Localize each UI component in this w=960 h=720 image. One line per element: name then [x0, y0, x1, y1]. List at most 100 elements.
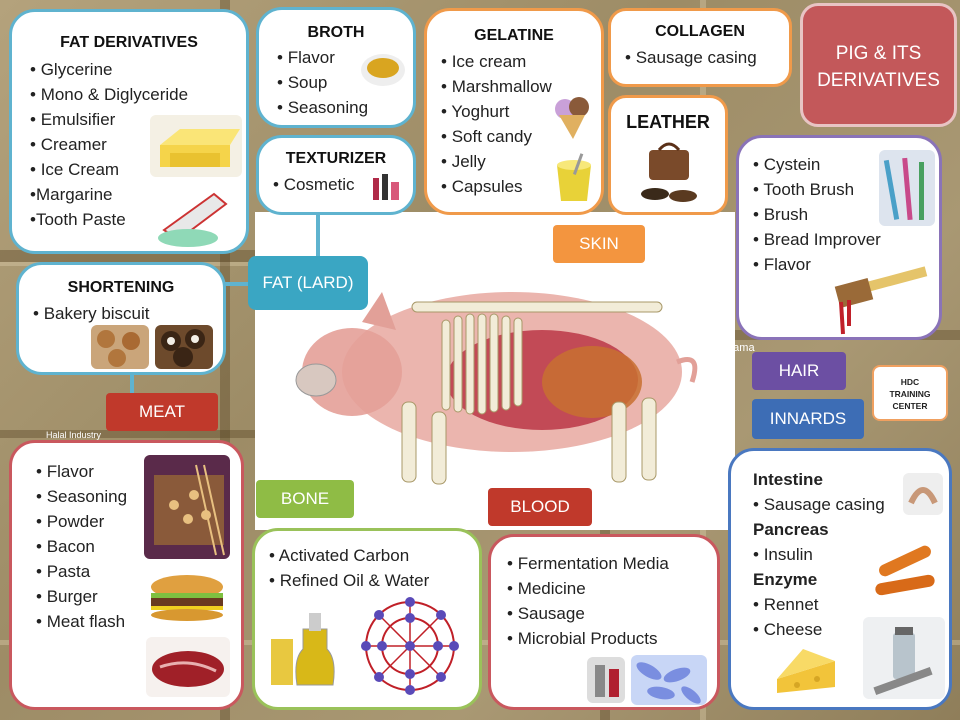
- butter-icon: [150, 115, 242, 177]
- gelatine-list: • Ice cream • Marshmallow • Yoghurt • So…: [441, 49, 552, 199]
- innards-box: Intestine • Sausage casing Pancreas • In…: [728, 448, 952, 710]
- list-item: • Bacon: [36, 537, 95, 556]
- collagen-box: COLLAGEN • Sausage casing: [608, 8, 792, 87]
- shortening-list: • Bakery biscuit: [33, 301, 150, 326]
- broth-list: • Flavor • Soup • Seasoning: [277, 45, 368, 120]
- list-item: • Flavor: [753, 255, 811, 274]
- bone-label: BONE: [256, 480, 354, 518]
- burger-icon: [146, 573, 228, 623]
- list-item: • Bakery biscuit: [33, 304, 150, 323]
- innards-label: INNARDS: [752, 399, 864, 439]
- hair-list: • Cystein • Tooth Brush • Brush • Bread …: [753, 152, 881, 277]
- fat-derivatives-list: • Glycerine • Mono & Diglyceride • Emuls…: [30, 57, 188, 232]
- list-item: • Tooth Brush: [753, 180, 855, 199]
- connector-shortening-meat: [130, 374, 134, 396]
- list-item: • Emulsifier: [30, 110, 116, 129]
- bg-text-halal: Halal Industry: [46, 430, 102, 440]
- list-item: • Microbial Products: [507, 629, 658, 648]
- hair-label: HAIR: [752, 352, 846, 390]
- ice-cream-icon: [551, 93, 595, 141]
- list-item: • Soup: [277, 73, 328, 92]
- list-item: • Activated Carbon: [269, 546, 410, 565]
- list-item: • Jelly: [441, 152, 486, 171]
- bg-text-utama: utama: [724, 342, 755, 354]
- cosmetic-icon: [369, 170, 403, 204]
- pasta-icon: [144, 455, 230, 559]
- fat-derivatives-title: FAT DERIVATIVES: [60, 34, 198, 51]
- list-item: • Insulin: [753, 545, 813, 564]
- page-title: PIG & ITS DERIVATIVES: [800, 3, 957, 127]
- list-item: • Meat flash: [36, 612, 126, 631]
- fat-derivatives-box: FAT DERIVATIVES • Glycerine • Mono & Dig…: [9, 9, 249, 254]
- leather-bag-icon: [633, 138, 705, 208]
- list-item: • Creamer: [30, 135, 107, 154]
- list-item: • Seasoning: [277, 98, 369, 117]
- list-item: • Rennet: [753, 595, 819, 614]
- broth-box: BROTH • Flavor • Soup • Seasoning: [256, 7, 416, 128]
- list-item: • Pasta: [36, 562, 91, 581]
- blood-list: • Fermentation Media • Medicine • Sausag…: [507, 551, 669, 651]
- carbon-molecule-icon: [355, 591, 465, 701]
- list-item: • Soft candy: [441, 127, 533, 146]
- hair-box: • Cystein • Tooth Brush • Brush • Bread …: [736, 135, 942, 340]
- list-item: • Sausage: [507, 604, 585, 623]
- list-item: • Brush: [753, 205, 809, 224]
- list-item: • Marshmallow: [441, 77, 552, 96]
- yoghurt-icon: [549, 151, 599, 205]
- hdc-logo: HDC TRAINING CENTER: [872, 365, 948, 421]
- list-item: • Yoghurt: [441, 102, 510, 121]
- list-item: • Ice cream: [441, 52, 527, 71]
- pancreas-heading: Pancreas: [753, 520, 829, 539]
- list-item: • Ice Cream: [30, 160, 120, 179]
- meat-label: MEAT: [106, 393, 218, 431]
- list-item: • Cystein: [753, 155, 821, 174]
- soup-bowl-icon: [359, 46, 407, 90]
- list-item: •Tooth Paste: [30, 210, 126, 229]
- connector-shortening-fat: [225, 282, 250, 286]
- cheese-icon: [773, 639, 839, 695]
- title-line-1: PIG & ITS: [835, 43, 922, 64]
- skin-label: SKIN: [553, 225, 645, 263]
- shortening-box: SHORTENING • Bakery biscuit: [16, 262, 226, 375]
- broth-title: BROTH: [307, 24, 365, 41]
- collagen-list: • Sausage casing: [625, 45, 757, 70]
- collagen-title: COLLAGEN: [655, 23, 745, 40]
- pig-anatomy-icon: [292, 262, 722, 498]
- list-item: • Sausage casing: [625, 48, 757, 67]
- insulin-vial-icon: [863, 617, 945, 699]
- gelatine-box: GELATINE • Ice cream • Marshmallow • Yog…: [424, 8, 604, 215]
- biscuit-icon: [91, 325, 149, 369]
- innards-list: Intestine • Sausage casing Pancreas • In…: [753, 467, 885, 642]
- meat-box: • Flavor • Seasoning • Powder • Bacon • …: [9, 440, 244, 710]
- list-item: • Capsules: [441, 177, 523, 196]
- list-item: • Fermentation Media: [507, 554, 669, 573]
- steak-icon: [146, 637, 230, 697]
- gelatine-title: GELATINE: [474, 27, 554, 44]
- bone-list: • Activated Carbon • Refined Oil & Water: [269, 543, 429, 593]
- bg-text-malaysia: Malaysia: [636, 500, 680, 512]
- toothbrush-icon: [879, 150, 935, 226]
- texturizer-box: TEXTURIZER • Cosmetic: [256, 135, 416, 215]
- list-item: • Mono & Diglyceride: [30, 85, 189, 104]
- shortening-title: SHORTENING: [67, 279, 175, 296]
- oil-bottle-icon: [263, 599, 347, 699]
- blood-label: BLOOD: [488, 488, 592, 526]
- microbe-icon: [631, 655, 707, 705]
- list-item: • Medicine: [507, 579, 586, 598]
- list-item: • Refined Oil & Water: [269, 571, 430, 590]
- list-item: • Seasoning: [36, 487, 128, 506]
- enzyme-heading: Enzyme: [753, 570, 818, 589]
- list-item: • Cosmetic: [273, 175, 355, 194]
- blood-sample-icon: [587, 657, 625, 703]
- list-item: • Sausage casing: [753, 495, 885, 514]
- leather-title: LEATHER: [626, 112, 710, 132]
- list-item: • Bread Improver: [753, 230, 881, 249]
- meat-list: • Flavor • Seasoning • Powder • Bacon • …: [36, 459, 127, 634]
- list-item: •Margarine: [30, 185, 113, 204]
- cookie-icon: [155, 325, 213, 369]
- list-item: • Burger: [36, 587, 98, 606]
- blood-box: • Fermentation Media • Medicine • Sausag…: [488, 534, 720, 710]
- paint-brush-icon: [827, 256, 935, 338]
- fat-lard-label: FAT (LARD): [248, 256, 368, 310]
- toothpaste-icon: [154, 190, 236, 248]
